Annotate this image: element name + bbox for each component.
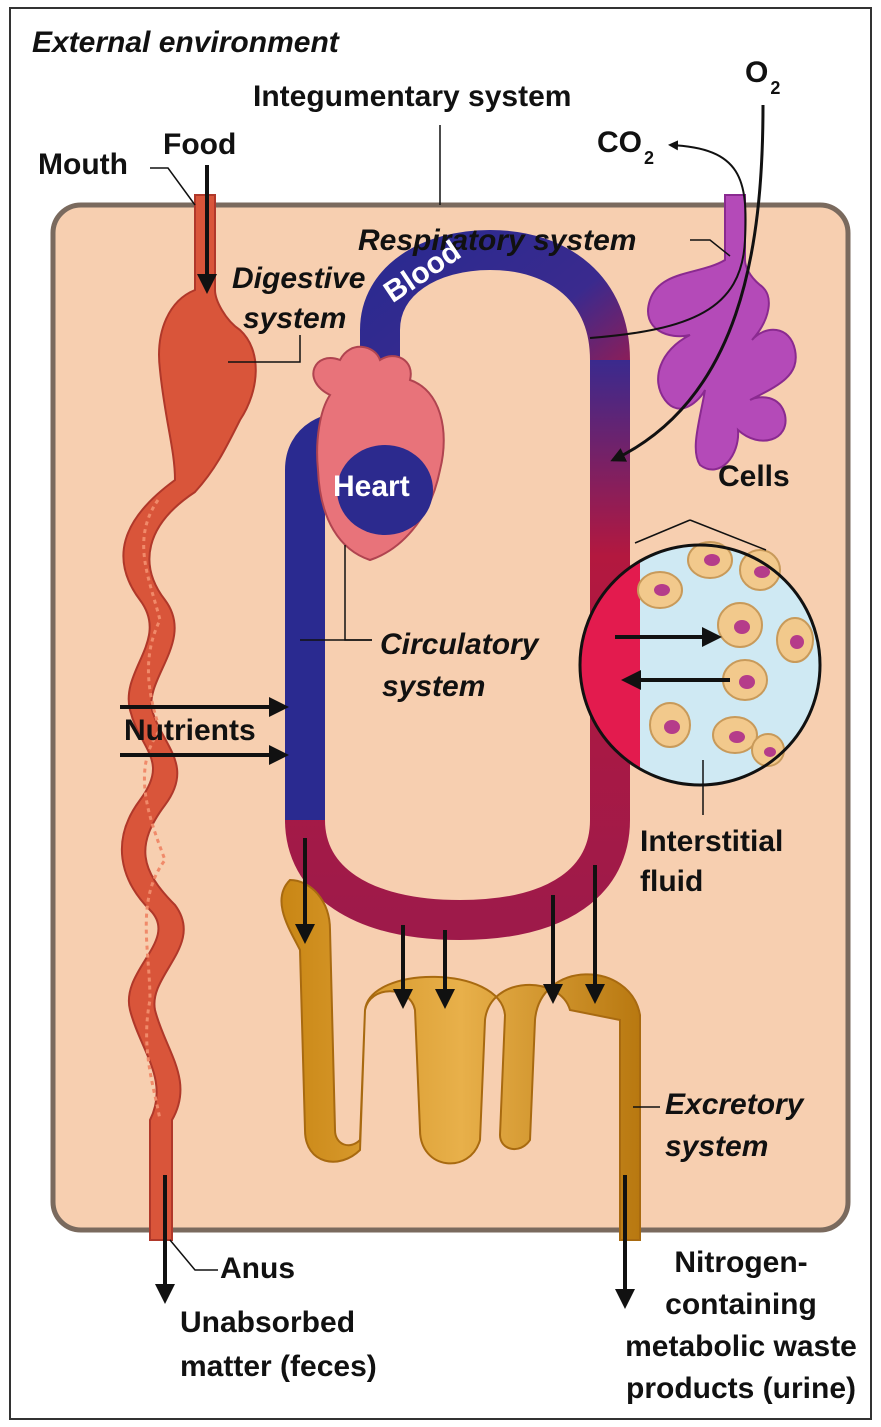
co2-text: CO — [597, 126, 642, 159]
cells-label: Cells — [718, 460, 790, 495]
integumentary-system-label: Integumentary system — [253, 80, 571, 115]
excretory-system-label-line1: Excretory — [665, 1088, 803, 1123]
interstitial-fluid-label-line1: Interstitial — [640, 825, 783, 860]
anus-label: Anus — [220, 1252, 295, 1287]
nitrogen-waste-label-line2: containing — [612, 1288, 870, 1323]
co2-subscript: 2 — [644, 148, 654, 168]
interstitial-fluid-label-line2: fluid — [640, 865, 703, 900]
mouth-label: Mouth — [38, 148, 128, 183]
respiratory-system-label: Respiratory system — [358, 224, 636, 259]
excretory-system-label-line2: system — [665, 1130, 768, 1165]
circulatory-system-label-line2: system — [382, 670, 485, 705]
nitrogen-waste-label-line4: products (urine) — [612, 1372, 870, 1407]
circulatory-system-label-line1: Circulatory — [380, 628, 538, 663]
nitrogen-waste-label-line1: Nitrogen- — [612, 1246, 870, 1281]
unabsorbed-label-line1: Unabsorbed — [180, 1306, 355, 1341]
nutrients-label: Nutrients — [124, 714, 256, 749]
digestive-system-label-line2: system — [243, 302, 346, 337]
digestive-system-label-line1: Digestive — [232, 262, 365, 297]
nitrogen-waste-label-line3: metabolic waste — [612, 1330, 870, 1365]
interstitial-fluid-circle — [580, 542, 820, 785]
o2-text: O — [745, 56, 768, 89]
external-environment-label: External environment — [32, 26, 339, 61]
heart-label: Heart — [333, 470, 410, 505]
o2-subscript: 2 — [770, 78, 780, 98]
food-label: Food — [163, 128, 236, 163]
unabsorbed-label-line2: matter (feces) — [180, 1350, 377, 1385]
